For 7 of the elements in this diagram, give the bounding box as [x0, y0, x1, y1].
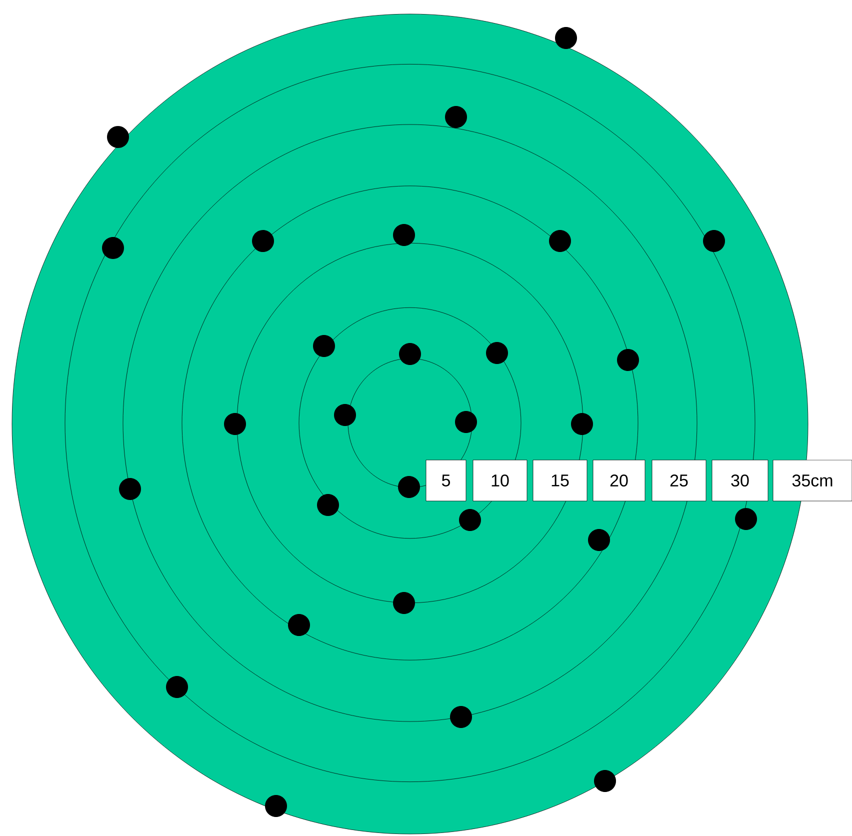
dimension-label: 25	[652, 460, 706, 502]
dimension-label: 20	[592, 460, 646, 502]
dimension-label: 30	[712, 460, 768, 502]
dimension-label: 5	[426, 460, 466, 502]
dimension-label: 10	[472, 460, 528, 502]
dimension-label: 15	[532, 460, 588, 502]
dimension-label: 35cm	[772, 460, 852, 502]
